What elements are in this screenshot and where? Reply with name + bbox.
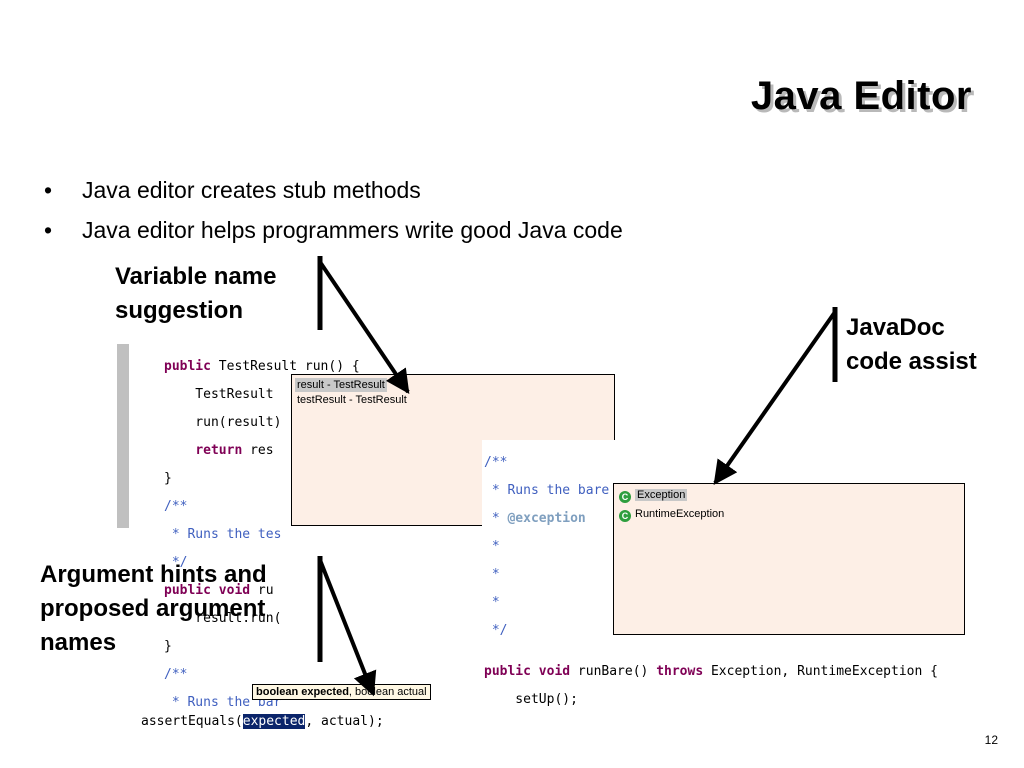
code-line: run(result) — [164, 415, 282, 430]
code-line: * Runs the tes — [164, 527, 282, 542]
slide-title: Java Editor — [750, 74, 972, 118]
selected-argument[interactable]: expected — [242, 714, 306, 729]
argument-hints-label: Argument hints and proposed argument nam… — [40, 558, 267, 660]
label-line: Argument hints and — [40, 561, 267, 588]
code-line: } — [164, 471, 172, 486]
class-icon: C — [619, 510, 631, 522]
suggestion-item-result[interactable]: result - TestResult — [295, 378, 387, 392]
code-line: * — [484, 595, 500, 610]
bullet-item: Java editor helps programmers write good… — [44, 210, 623, 250]
label-line: names — [40, 629, 117, 656]
suggestion-item-testresult[interactable]: testResult - TestResult — [297, 394, 407, 406]
code-line: TestResult — [164, 387, 282, 402]
code-line: */ — [484, 623, 508, 638]
code-line: public void runBare() throws Exception, … — [484, 664, 938, 679]
label-line: proposed argument — [40, 595, 266, 622]
javadoc-label: JavaDoc code assist — [846, 311, 977, 379]
variable-name-label: Variable name suggestion — [115, 260, 276, 328]
code-line: public void ru — [164, 583, 274, 598]
code-snippet-run: public TestResult run() { TestResult run… — [164, 346, 360, 724]
code-line: result.run( — [164, 611, 282, 626]
code-line: setUp(); — [484, 692, 578, 707]
code-line: /** — [164, 667, 188, 682]
page-number: 12 — [984, 733, 998, 747]
label-line: JavaDoc — [846, 314, 945, 341]
code-snippet-runbare: public void runBare() throws Exception, … — [484, 651, 938, 721]
javadoc-editor-bg — [482, 440, 616, 540]
code-line: public TestResult run() { — [164, 359, 360, 374]
callout-arrow-javadoc — [713, 310, 837, 485]
class-icon: C — [619, 491, 631, 503]
code-line: /** — [484, 455, 508, 470]
bullet-item: Java editor creates stub methods — [44, 170, 623, 210]
code-line: } — [164, 639, 172, 654]
code-line: return res — [195, 443, 274, 458]
code-snippet-assert: assertEquals(expected, actual); — [141, 714, 384, 729]
bullet-list: Java editor creates stub methods Java ed… — [44, 170, 623, 250]
code-line: */ — [164, 555, 188, 570]
callout-arrow-variable — [318, 260, 410, 394]
code-line: /** — [164, 499, 188, 514]
code-line: * — [484, 539, 500, 554]
code-line: * — [484, 567, 500, 582]
editor-gutter — [117, 344, 129, 528]
label-line: code assist — [846, 348, 977, 375]
callout-arrow-arguments — [318, 559, 377, 697]
code-line: * @exception — [484, 511, 586, 526]
label-line: suggestion — [115, 297, 244, 324]
label-line: Variable name — [115, 263, 277, 290]
